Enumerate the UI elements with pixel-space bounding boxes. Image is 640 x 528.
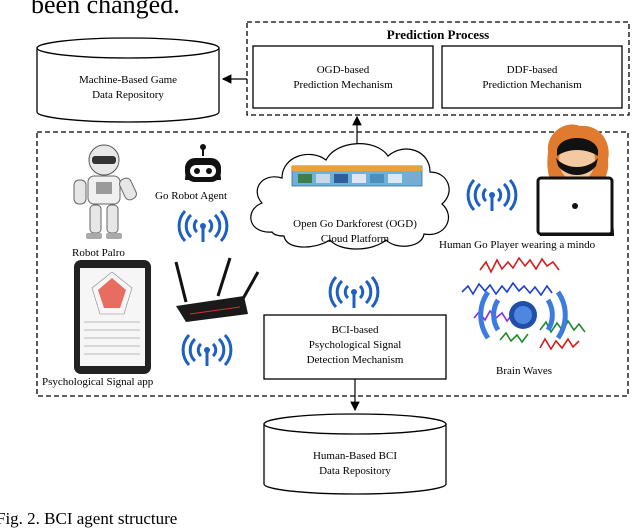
bci-label-line3: Detection Mechanism xyxy=(306,354,404,366)
psych-app-label: Psychological Signal app xyxy=(42,376,154,388)
ogd-prediction-box xyxy=(252,45,434,109)
machine-repo-label-line1: Machine-Based Game xyxy=(78,74,178,86)
brain-waves-icon xyxy=(461,256,586,351)
wireless-icon xyxy=(177,209,229,243)
ogd-label-line2: Prediction Mechanism xyxy=(293,79,393,91)
human-player-icon xyxy=(536,124,614,236)
ogd-label-line1: OGD-based xyxy=(316,64,370,76)
human-repo-label-line2: Data Repository xyxy=(319,465,391,477)
go-robot-agent-icon xyxy=(185,144,221,182)
wireless-icon xyxy=(181,333,233,367)
bci-label-line2: Psychological Signal xyxy=(308,339,402,351)
ogd-platform-screenshot xyxy=(291,165,423,187)
brain-waves-label: Brain Waves xyxy=(496,365,553,377)
cloud-label-line1: Open Go Darkforest (OGD) xyxy=(293,218,417,230)
machine-repo-label-line2: Data Repository xyxy=(92,89,164,101)
prediction-title: Prediction Process xyxy=(386,27,490,42)
wireless-icon xyxy=(466,178,518,212)
human-repo-label-line1: Human-Based BCI xyxy=(312,450,397,462)
cloud-label-line2: Cloud Platform xyxy=(320,233,390,245)
top-text: been changed. xyxy=(31,0,180,19)
robot-palro-icon xyxy=(73,144,137,239)
prediction-process-box xyxy=(246,21,630,116)
ddf-label-line2: Prediction Mechanism xyxy=(482,79,582,91)
machine-repo-cylinder xyxy=(36,37,220,123)
human-repo-cylinder xyxy=(263,413,447,495)
human-player-label: Human Go Player wearing a mindo xyxy=(439,239,596,251)
ddf-label-line1: DDF-based xyxy=(506,64,558,76)
agent-box xyxy=(36,131,629,397)
tablet-app-icon xyxy=(74,260,151,374)
bci-label-line1: BCI-based xyxy=(331,324,379,336)
go-robot-agent-label: Go Robot Agent xyxy=(155,190,228,202)
router-icon xyxy=(174,257,260,322)
wireless-icon xyxy=(328,275,380,309)
robot-palro-label: Robot Palro xyxy=(72,247,125,259)
ddf-prediction-box xyxy=(441,45,623,109)
figure-caption: Fig. 2. BCI agent structure xyxy=(0,509,178,528)
